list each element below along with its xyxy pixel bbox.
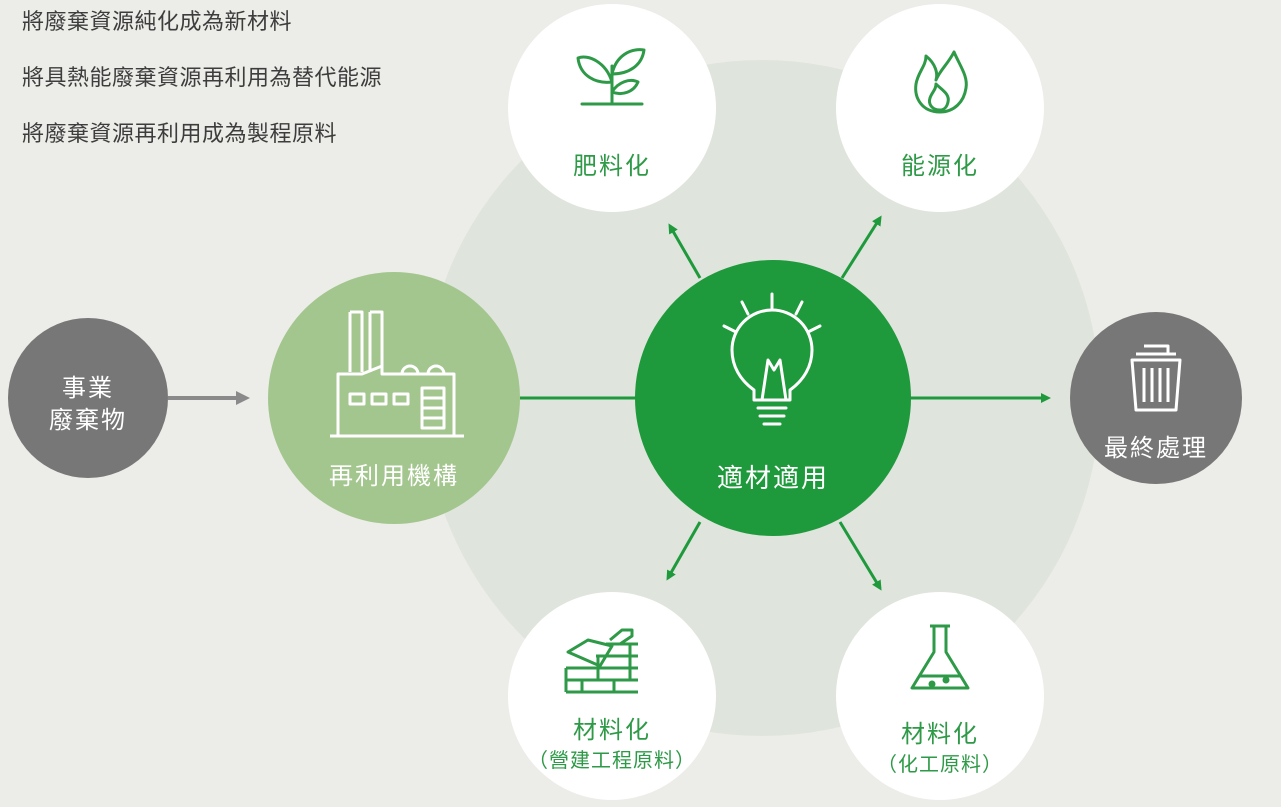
arrow-center-to-fertilizer [668, 223, 702, 279]
business-waste-label-line1: 事業 [62, 374, 114, 402]
fertilizer-label: 肥料化 [573, 152, 651, 180]
energy-label: 能源化 [901, 152, 979, 180]
node-center [635, 260, 911, 536]
legend-line-2: 將具熱能廢棄資源再利用為替代能源 [22, 66, 383, 91]
material-construction-label: 材料化 [573, 716, 651, 744]
trash-can-icon [1130, 344, 1182, 412]
bricks-trowel-icon [564, 628, 638, 694]
material-chemical-sub: （化工原料） [877, 752, 1003, 776]
center-label: 適材適用 [716, 464, 830, 494]
node-material-construction [508, 592, 716, 800]
material-chemical-label: 材料化 [901, 720, 979, 748]
sprout-icon [576, 48, 646, 106]
node-material-chemical [836, 592, 1044, 800]
factory-icon [330, 310, 464, 438]
flask-icon [910, 624, 970, 690]
final-disposal-label: 最終處理 [1104, 434, 1208, 462]
arrow-center-to-chemical [838, 521, 882, 591]
node-energy [836, 4, 1044, 212]
node-business-waste [8, 318, 168, 478]
arrow-center-to-energy [840, 215, 882, 279]
lightbulb-icon [722, 292, 822, 426]
arrow-center-to-construction [666, 521, 702, 581]
reuse-org-label: 再利用機構 [329, 462, 459, 490]
flame-icon [914, 50, 968, 114]
node-final-disposal [1070, 312, 1242, 484]
material-construction-sub: （營建工程原料） [528, 748, 696, 772]
legend-line-3: 將廢棄資源再利用成為製程原料 [22, 122, 338, 147]
legend-line-1: 將廢棄資源純化成為新材料 [22, 10, 293, 35]
legend: 將廢棄資源純化成為新材料 將具熱能廢棄資源再利用為替代能源 將廢棄資源再利用成為… [22, 6, 382, 174]
business-waste-label-line2: 廢棄物 [49, 406, 127, 434]
node-fertilizer [508, 4, 716, 212]
